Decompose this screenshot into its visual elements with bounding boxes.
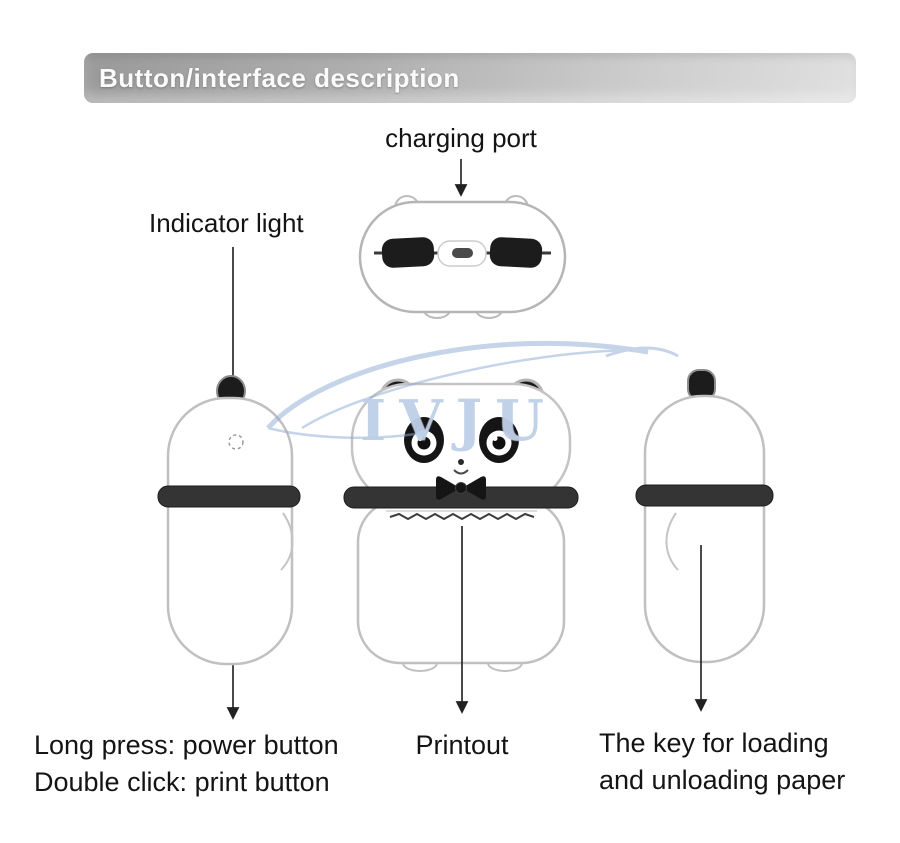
indicator-light-dot xyxy=(228,434,244,450)
label-paper-key-line2: and unloading paper xyxy=(599,765,846,795)
printout-slot xyxy=(386,510,537,521)
panda-mouth xyxy=(453,469,469,475)
front-view xyxy=(343,378,579,672)
watermark-swoosh xyxy=(266,340,679,440)
label-paper-key-line1: The key for loading xyxy=(599,728,829,758)
label-power-button: Long press: power button Double click: p… xyxy=(34,727,339,801)
usb-charging-port xyxy=(452,248,473,258)
bow-tie xyxy=(436,476,486,500)
top-view xyxy=(358,195,567,319)
label-indicator-light: Indicator light xyxy=(149,208,304,238)
section-banner: Button/interface description xyxy=(84,53,856,103)
label-power-button-line1: Long press: power button xyxy=(34,730,339,760)
label-paper-key: The key for loading and unloading paper xyxy=(599,725,845,799)
label-printout: Printout xyxy=(415,730,509,760)
panda-nose xyxy=(458,459,464,465)
panda-eyes xyxy=(404,417,519,463)
top-right-module xyxy=(489,237,543,268)
section-title: Button/interface description xyxy=(99,63,460,93)
side-view-left xyxy=(157,375,301,666)
label-power-button-line2: Double click: print button xyxy=(34,767,330,797)
top-left-module xyxy=(381,237,435,268)
side-view-right xyxy=(635,369,774,664)
label-charging-port: charging port xyxy=(385,123,537,153)
